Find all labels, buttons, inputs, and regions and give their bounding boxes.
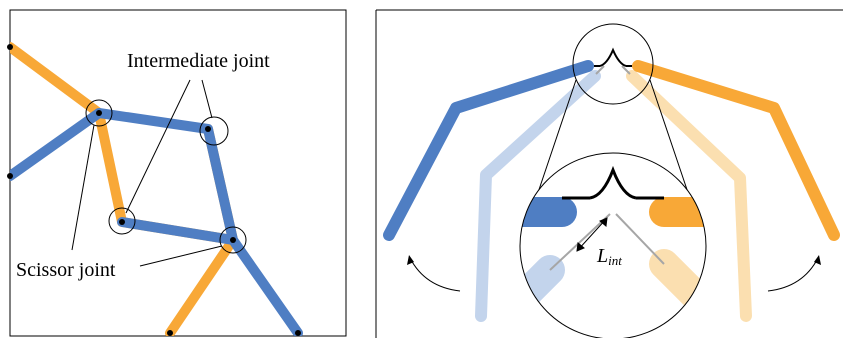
intermediate-joint-circle xyxy=(108,207,136,235)
blue-link-middle xyxy=(117,217,238,245)
zoom-source-circle xyxy=(572,23,654,105)
left-rotation-arrow xyxy=(409,257,461,292)
length-dimension xyxy=(576,217,608,252)
magnified-circle xyxy=(519,152,707,338)
right-arrowhead xyxy=(814,255,821,265)
length-label: Lint xyxy=(596,245,622,268)
scissor-joint-circle xyxy=(219,226,247,254)
joint-dots xyxy=(7,44,301,336)
light-blue-arm xyxy=(475,70,601,322)
folded-arms xyxy=(475,70,752,322)
left-panel-frame xyxy=(9,9,347,337)
magnified-detail xyxy=(519,152,707,338)
scissor-joint-label: Scissor joint xyxy=(16,259,116,281)
blue-arm xyxy=(383,60,594,241)
left-arrowhead xyxy=(407,255,414,265)
light-orange-arm xyxy=(626,70,752,322)
intermediate-joint-circle xyxy=(199,116,229,146)
rotation-arrows xyxy=(409,257,819,292)
intermediate-joint-label: Intermediate joint xyxy=(127,50,270,72)
orange-arm xyxy=(632,60,840,241)
right-rotation-arrow xyxy=(767,257,819,292)
deployed-arms xyxy=(383,60,840,241)
joint-circles xyxy=(85,99,247,254)
top-connectors xyxy=(594,47,632,75)
scissor-joint-circle xyxy=(85,99,113,127)
leader-lines xyxy=(71,79,223,267)
